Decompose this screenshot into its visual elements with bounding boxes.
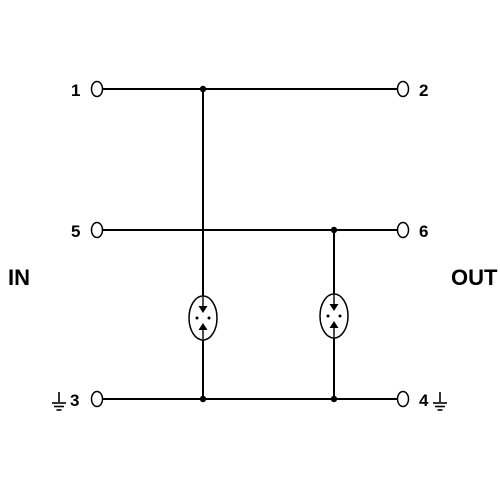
terminal-label-6: 6 xyxy=(419,222,428,241)
terminal-1 xyxy=(90,80,104,98)
junction-dot xyxy=(330,395,338,403)
terminal-5 xyxy=(90,221,104,239)
junction-dot xyxy=(199,85,207,93)
terminal-6 xyxy=(396,221,410,239)
gas-discharge-tube-left xyxy=(188,295,218,341)
terminal-4 xyxy=(396,390,410,408)
gas-discharge-tube-right xyxy=(319,293,349,339)
junction-dot xyxy=(199,395,207,403)
terminal-label-5: 5 xyxy=(71,222,80,241)
terminal-label-3: 3 xyxy=(70,391,79,410)
ground-icon xyxy=(52,392,66,411)
terminal-label-2: 2 xyxy=(419,81,428,100)
terminal-3 xyxy=(90,390,104,408)
terminal-label-1: 1 xyxy=(71,81,80,100)
junction-dot xyxy=(330,226,338,234)
ground-icon xyxy=(433,392,447,411)
output-side-label: OUT xyxy=(451,265,498,290)
terminal-label-4: 4 xyxy=(419,391,429,410)
terminal-2 xyxy=(396,80,410,98)
input-side-label: IN xyxy=(8,265,30,290)
